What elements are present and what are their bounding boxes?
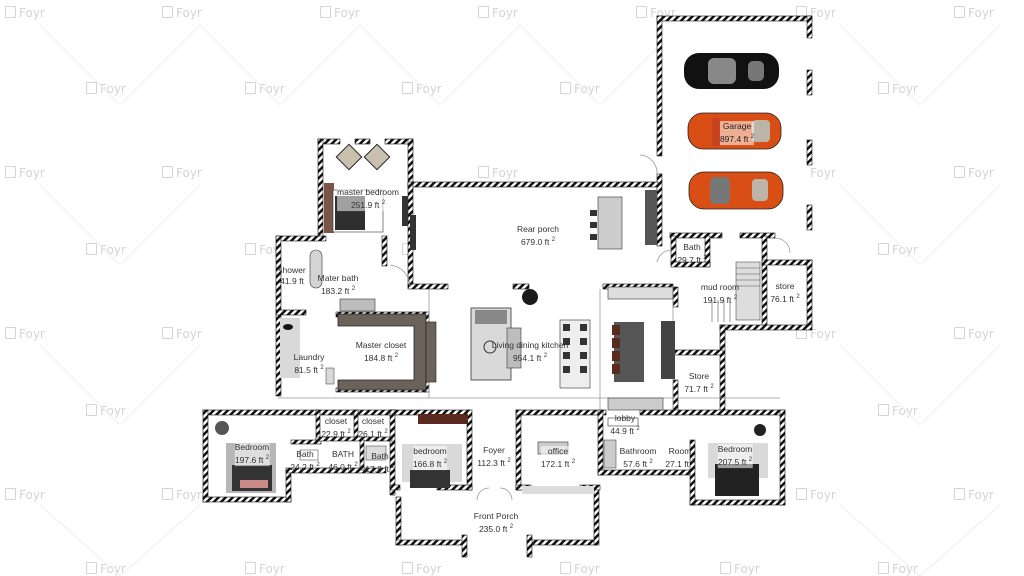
- foyr-logo-icon: [954, 166, 965, 178]
- foyr-logo-icon: [402, 562, 413, 574]
- room-label-closet-1[interactable]: closet 22.9 ft 2: [321, 416, 351, 439]
- room-label-bathroom[interactable]: Bathroom 57.6 ft 2: [619, 446, 657, 469]
- foyr-logo-icon: [245, 562, 256, 574]
- room-label-mud-room[interactable]: mud room 191.9 ft 2: [700, 282, 740, 305]
- watermark: Foyr: [720, 562, 760, 576]
- watermark: Foyr: [796, 488, 836, 502]
- watermark: Foyr: [162, 327, 202, 341]
- foyr-logo-icon: [5, 327, 16, 339]
- watermark: Foyr: [878, 404, 918, 418]
- watermark: Foyr: [5, 488, 45, 502]
- foyr-logo-icon: [162, 327, 173, 339]
- watermark: Foyr: [954, 6, 994, 20]
- rear-porch-furniture: [410, 190, 657, 250]
- room-label-master-closet[interactable]: Master closet 184.8 ft 2: [355, 340, 407, 363]
- watermark: Foyr: [954, 166, 994, 180]
- foyr-logo-icon: [5, 6, 16, 18]
- foyr-logo-icon: [796, 488, 807, 500]
- room-label-store-right[interactable]: store 76.1 ft 2: [770, 281, 800, 304]
- watermark: Foyr: [86, 562, 126, 576]
- watermark: Foyr: [86, 243, 126, 257]
- room-label-room[interactable]: Room 27.1 ft 2: [665, 446, 695, 469]
- room-label-foyer[interactable]: Foyer 112.3 ft 2: [477, 445, 511, 468]
- watermark: Foyr: [954, 488, 994, 502]
- watermark: Foyr: [86, 404, 126, 418]
- foyr-logo-icon: [954, 488, 965, 500]
- room-label-laundry[interactable]: Laundry 81.5 ft 2: [293, 352, 325, 375]
- floors: [205, 18, 810, 502]
- watermark: Foyr: [162, 488, 202, 502]
- living-dining-kitchen-furniture: [470, 286, 675, 411]
- foyr-logo-icon: [478, 166, 489, 178]
- watermark: Foyr: [86, 82, 126, 96]
- foyr-logo-icon: [320, 6, 331, 18]
- room-label-bedroom-left[interactable]: Bedroom 197.6 ft 2: [234, 442, 270, 466]
- room-label-closet-2[interactable]: closet 26.1 ft 2: [358, 416, 388, 439]
- master-bath-furniture: [280, 249, 437, 391]
- watermark: Foyr: [878, 82, 918, 96]
- room-label-bath-upper[interactable]: Bath 29.7 ft 2: [677, 242, 707, 265]
- foyr-logo-icon: [878, 243, 889, 255]
- car-3: [688, 171, 784, 210]
- watermark: Foyr: [162, 6, 202, 20]
- foyr-logo-icon: [878, 562, 889, 574]
- watermark: Foyr: [320, 6, 360, 20]
- foyr-logo-icon: [245, 82, 256, 94]
- watermark: Foyr: [5, 6, 45, 20]
- watermark-lines: [39, 24, 1001, 576]
- watermark: Foyr: [560, 562, 600, 576]
- foyr-logo-icon: [86, 562, 97, 574]
- watermark: Foyr: [245, 82, 285, 96]
- foyr-logo-icon: [954, 6, 965, 18]
- room-label-front-porch[interactable]: Front Porch 235.0 ft 2: [473, 511, 519, 534]
- cars: [684, 53, 784, 210]
- watermark: Foyr: [402, 82, 442, 96]
- room-label-garage[interactable]: Garage 897.4 ft 2: [719, 121, 755, 145]
- foyr-logo-icon: [5, 166, 16, 178]
- car-1: [684, 53, 779, 89]
- room-label-bath-right[interactable]: Bath 17.8 ft 2: [365, 451, 395, 474]
- room-label-master-bath[interactable]: Mater bath 183.2 ft 2: [317, 273, 359, 296]
- watermark: Foyr: [402, 562, 442, 576]
- room-label-rear-porch[interactable]: Rear porch 679.0 ft 2: [516, 224, 560, 247]
- watermark: Foyr: [5, 166, 45, 180]
- foyr-logo-icon: [5, 488, 16, 500]
- foyr-logo-icon: [720, 562, 731, 574]
- foyr-logo-icon: [162, 488, 173, 500]
- room-label-master-bedroom[interactable]: master bedroom 251.9 ft 2: [337, 187, 399, 211]
- foyr-logo-icon: [245, 243, 256, 255]
- room-label-bedroom-right[interactable]: Bedroom 207.5 ft 2: [717, 444, 753, 468]
- watermark: Foyr: [5, 327, 45, 341]
- watermark: Foyr: [878, 562, 918, 576]
- foyr-logo-icon: [86, 82, 97, 94]
- foyr-logo-icon: [560, 562, 571, 574]
- room-label-living-dining-kitchen[interactable]: Living dining kitchen 954.1 ft 2: [491, 340, 569, 363]
- foyr-logo-icon: [878, 404, 889, 416]
- mud-room-furniture: [711, 261, 761, 322]
- watermark: Foyr: [478, 166, 518, 180]
- room-label-store-mid[interactable]: Store 71.7 ft 2: [684, 371, 714, 394]
- foyr-logo-icon: [162, 166, 173, 178]
- watermark: Foyr: [162, 166, 202, 180]
- foyr-logo-icon: [954, 327, 965, 339]
- foyr-logo-icon: [478, 6, 489, 18]
- foyr-logo-icon: [560, 82, 571, 94]
- foyr-logo-icon: [86, 404, 97, 416]
- watermark: Foyr: [478, 6, 518, 20]
- room-label-bedroom-mid[interactable]: bedroom 166.8 ft 2: [412, 446, 448, 470]
- watermark: Foyr: [954, 327, 994, 341]
- room-label-bath-center[interactable]: BATH 46.0 ft 2: [328, 449, 358, 472]
- foyr-logo-icon: [636, 6, 647, 18]
- room-label-lobby[interactable]: lobby 44.9 ft 2: [610, 413, 640, 436]
- foyr-logo-icon: [162, 6, 173, 18]
- room-label-bath-left[interactable]: Bath 24.2 ft 2: [290, 449, 320, 472]
- foyr-logo-icon: [86, 243, 97, 255]
- foyr-logo-icon: [402, 82, 413, 94]
- foyr-logo-icon: [878, 82, 889, 94]
- room-label-office[interactable]: office 172.1 ft 2: [540, 446, 576, 470]
- room-label-shower[interactable]: shower 41.9 ft: [278, 265, 306, 286]
- watermark: Foyr: [245, 562, 285, 576]
